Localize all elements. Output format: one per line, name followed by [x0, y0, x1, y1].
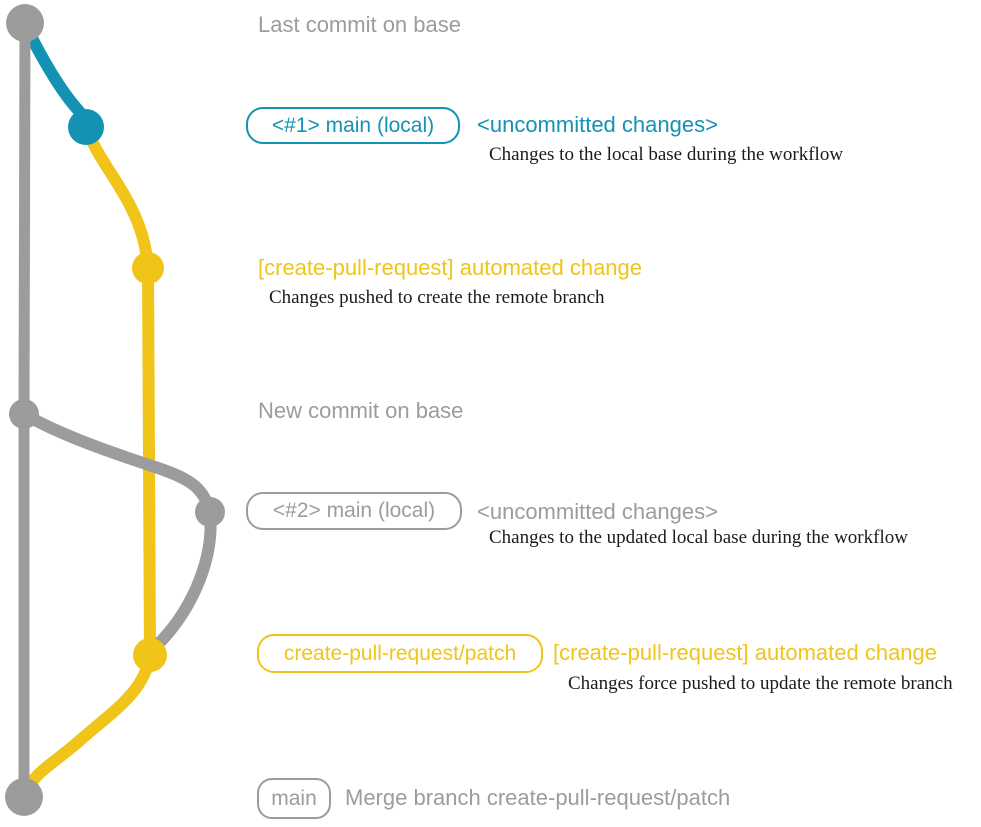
branch-badge-create-pull-request-patch: create-pull-request/patch	[257, 634, 543, 673]
commit-title-automated-change-2: [create-pull-request] automated change	[553, 640, 938, 665]
label-last-commit-on-base: Last commit on base	[258, 12, 461, 37]
branch-badge-label: <#1> main (local)	[271, 113, 435, 137]
label-merge-branch: Merge branch create-pull-request/patch	[345, 785, 731, 810]
gray-branch-curve-bottom	[146, 506, 217, 656]
yellow-merge-curve	[18, 649, 156, 803]
commit-title-uncommitted-changes-2: <uncommitted changes>	[477, 499, 718, 524]
commit-node-merge-commit	[5, 778, 43, 816]
commit-note-uncommitted-changes-1: Changes to the local base during the wor…	[489, 144, 844, 165]
commit-node-uncommitted-changes-2	[195, 497, 225, 527]
gray-branch-curve-top	[18, 408, 216, 518]
branch-badge-main-local-2: <#2> main (local)	[246, 492, 462, 530]
branch-badge-label: main	[271, 786, 317, 810]
commit-note-automated-change-2: Changes force pushed to update the remot…	[568, 673, 953, 694]
commit-node-last-commit-on-base	[6, 4, 44, 42]
commit-node-automated-change-2	[133, 638, 167, 672]
commit-title-uncommitted-changes-1: <uncommitted changes>	[477, 112, 718, 137]
commit-node-new-commit-on-base	[9, 399, 39, 429]
commit-title-automated-change-1: [create-pull-request] automated change	[258, 255, 643, 280]
label-new-commit-on-base: New commit on base	[258, 398, 464, 423]
commit-node-automated-change-1	[132, 252, 164, 284]
branch-badge-label: create-pull-request/patch	[283, 641, 517, 665]
branch-badge-label: <#2> main (local)	[272, 499, 436, 522]
yellow-branch-curve-top	[80, 121, 154, 274]
commit-note-automated-change-1: Changes pushed to create the remote bran…	[269, 287, 605, 308]
commit-note-uncommitted-changes-2: Changes to the updated local base during…	[489, 527, 908, 548]
branch-badge-main-local-1: <#1> main (local)	[246, 107, 460, 144]
commit-node-uncommitted-changes-1	[68, 109, 104, 145]
branch-badge-main: main	[257, 778, 331, 819]
